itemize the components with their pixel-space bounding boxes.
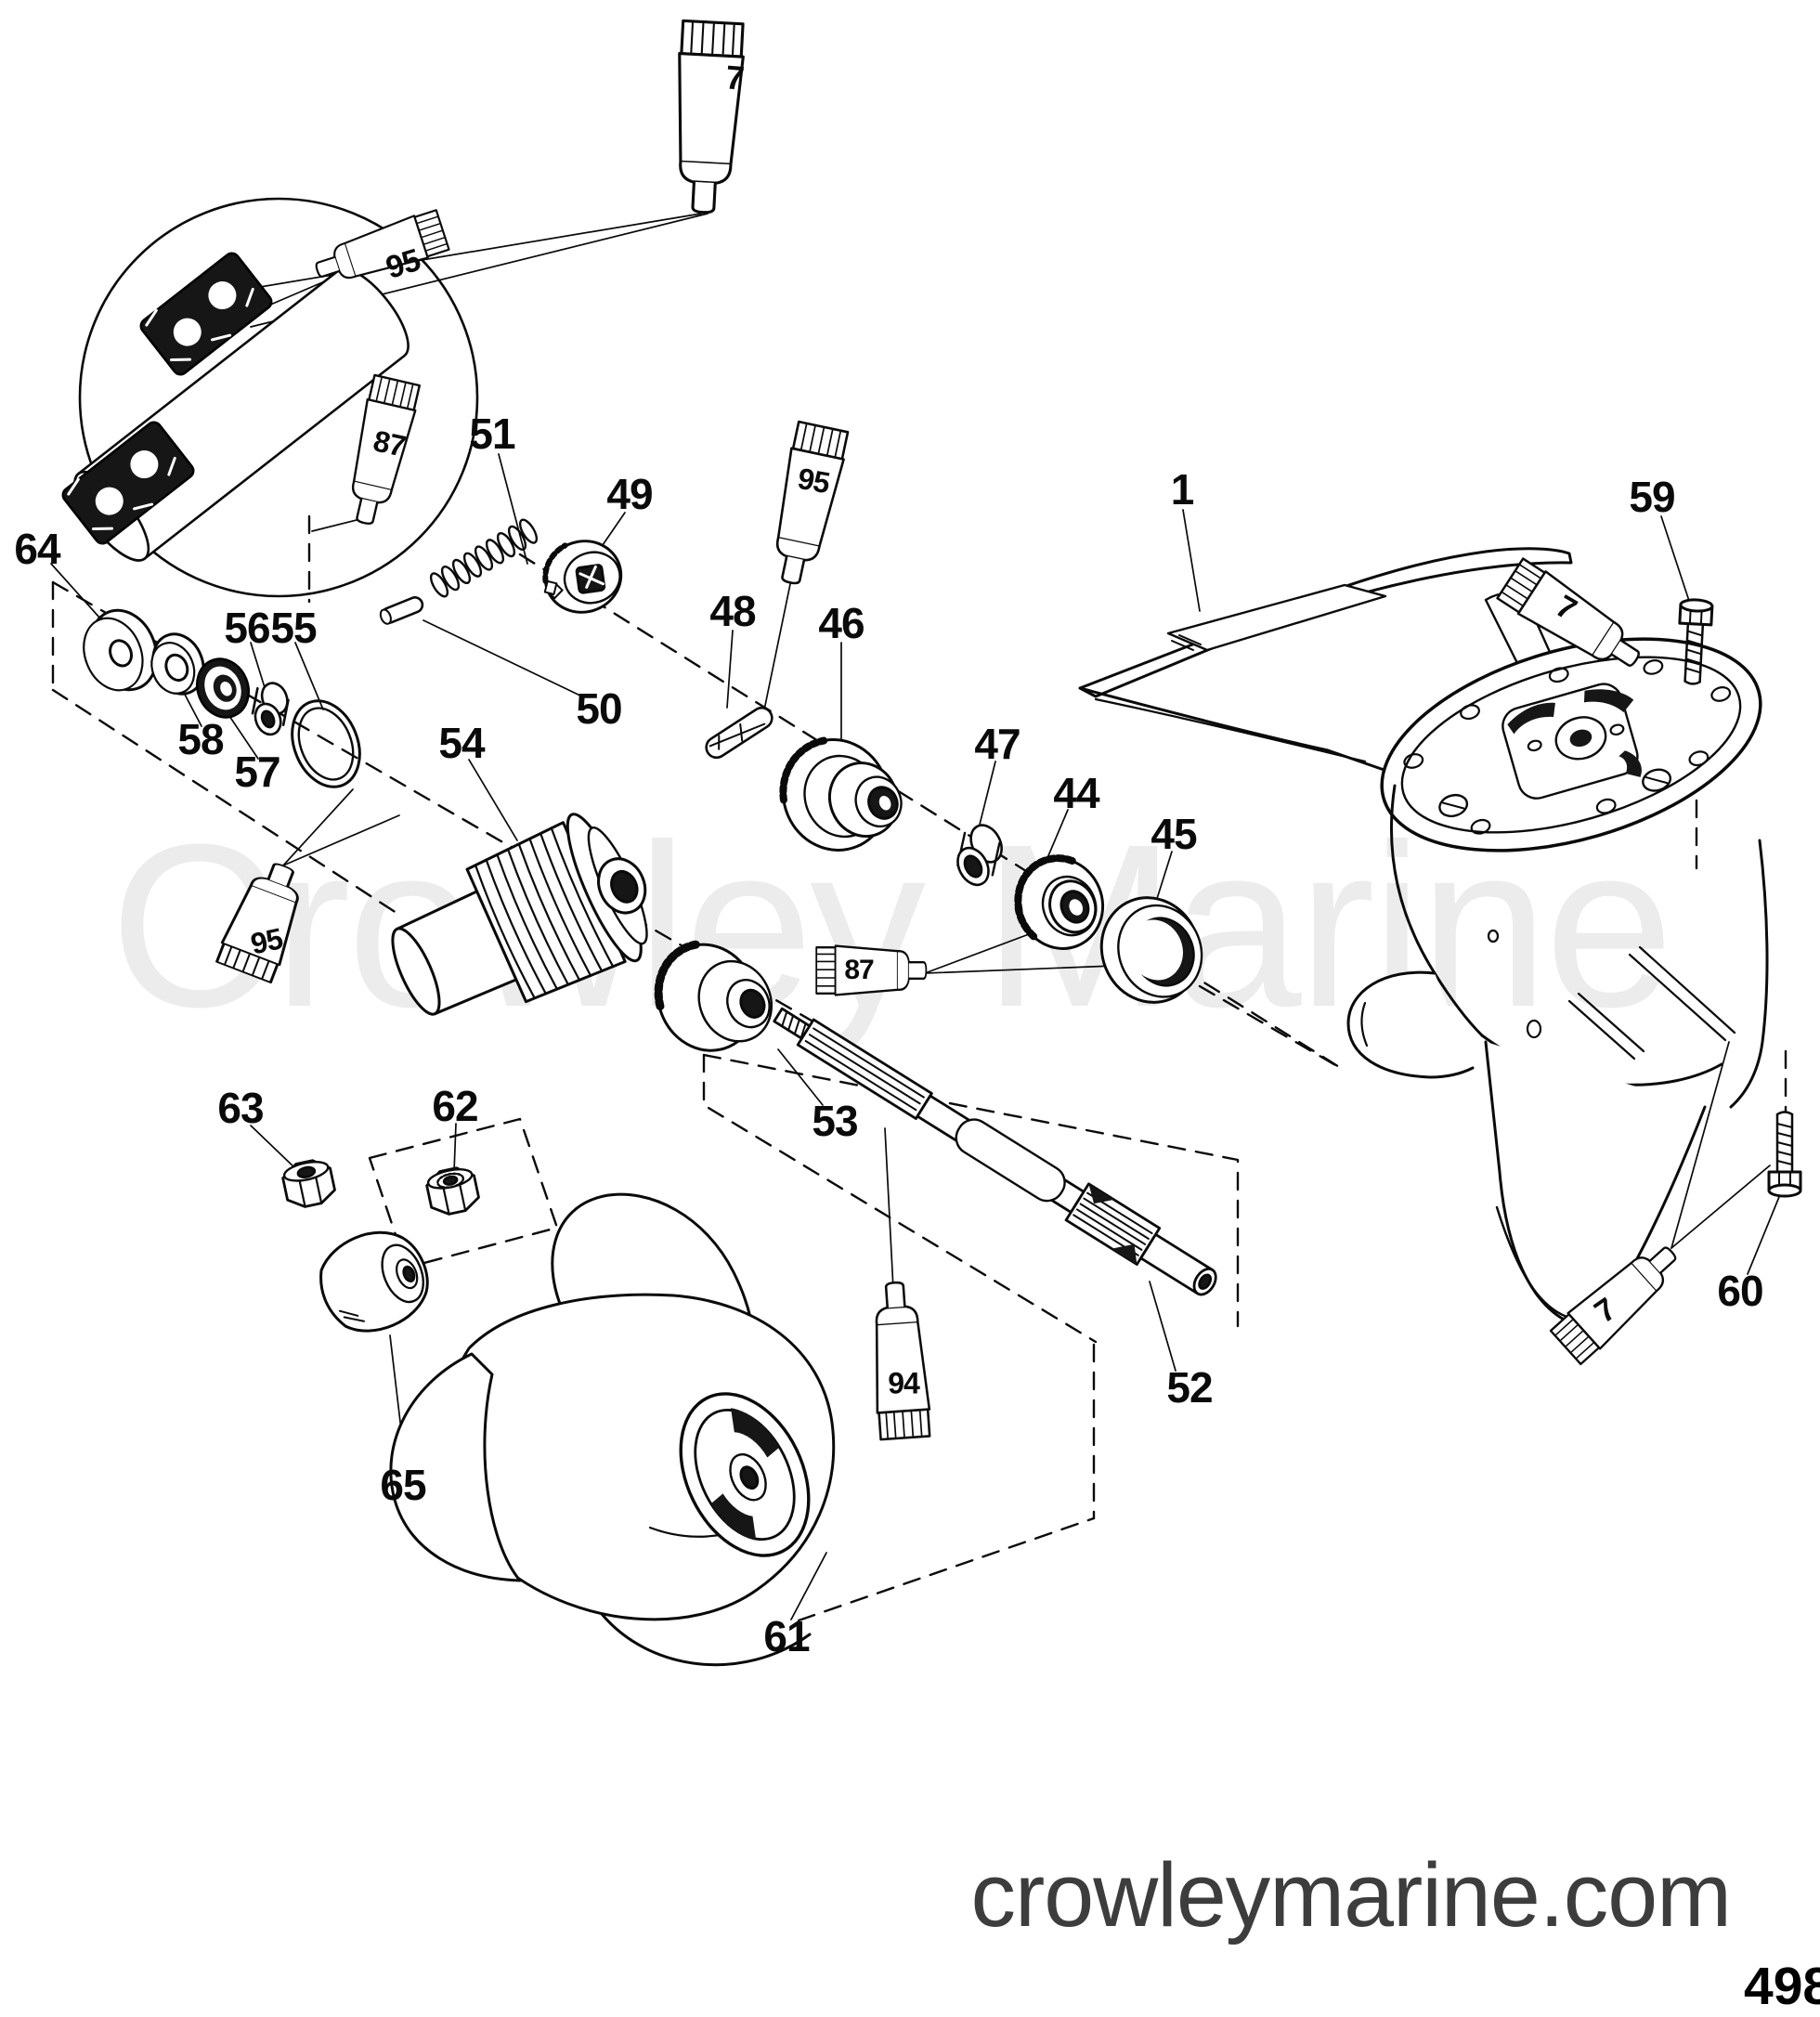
part-callout-45: 45 [1150, 810, 1197, 858]
bearing-44 [1014, 854, 1105, 950]
part-callout-95: 95 [247, 921, 286, 961]
part-callout-48: 48 [709, 587, 756, 635]
nut-63 [281, 1159, 336, 1208]
prop-bore-ring [679, 1392, 811, 1557]
part-callout-52: 52 [1166, 1363, 1213, 1412]
footer-domain-text: crowleymarine.com [970, 1844, 1732, 1945]
part-callout-1: 1 [1170, 465, 1195, 514]
propeller-61 [389, 1192, 836, 1667]
part-callout-7: 7 [723, 58, 746, 98]
part-callout-60: 60 [1717, 1267, 1763, 1315]
part-callout-62: 62 [432, 1082, 478, 1130]
part-callout-7: 7 [1549, 588, 1582, 628]
part-callout-94: 94 [888, 1366, 920, 1400]
grommet-64 [83, 608, 159, 692]
inset-detail-circle [61, 197, 479, 598]
gear-46 [779, 736, 903, 852]
part-callout-63: 63 [217, 1084, 264, 1132]
nut-62 [425, 1166, 480, 1216]
part-callout-57: 57 [234, 748, 280, 796]
part-callout-50: 50 [576, 684, 622, 733]
part-callout-7: 7 [1588, 1291, 1622, 1331]
washer-58 [150, 632, 205, 696]
part-callout-64: 64 [14, 525, 60, 573]
thrust-hub-65 [319, 1230, 429, 1333]
o-ring-55 [291, 699, 361, 788]
part-callout-65: 65 [380, 1461, 426, 1509]
retainer-nut-49 [542, 540, 623, 614]
part-callout-95: 95 [382, 242, 424, 286]
part-callout-61: 61 [763, 1612, 810, 1660]
pin-50 [379, 596, 424, 625]
prop-blade-bottom [600, 1612, 812, 1667]
part-callout-87: 87 [370, 423, 409, 463]
part-callout-87: 87 [844, 955, 874, 985]
part-callout-49: 49 [606, 470, 653, 518]
part-callout-44: 44 [1053, 769, 1099, 817]
clutch-retainer-lower [61, 421, 195, 545]
part-callout-53: 53 [812, 1097, 858, 1145]
part-callout-58: 58 [177, 715, 224, 763]
part-callout-51: 51 [469, 410, 515, 458]
spring-51 [429, 518, 539, 598]
bushing-47 [956, 824, 1003, 887]
part-callout-95: 95 [795, 461, 832, 501]
prop-blade-left [389, 1352, 522, 1582]
pin-48 [705, 706, 774, 760]
prop-shaft-52 [773, 1007, 1217, 1296]
part-callout-55: 55 [270, 604, 317, 652]
part-callout-54: 54 [438, 719, 485, 767]
driveshaft-inset [61, 252, 410, 562]
doc-number: 4981 [1744, 1957, 1820, 2016]
part-callout-47: 47 [974, 720, 1020, 768]
part-callout-59: 59 [1629, 473, 1675, 521]
bearing-57 [195, 657, 251, 719]
part-callout-56: 56 [224, 604, 270, 652]
bushing-56 [251, 682, 290, 736]
part-callout-46: 46 [818, 599, 864, 647]
gear-53 [654, 940, 774, 1052]
seal-45 [1099, 896, 1203, 1004]
clutch-retainer-upper [139, 252, 273, 376]
bearing-carrier-54 [391, 813, 648, 1016]
